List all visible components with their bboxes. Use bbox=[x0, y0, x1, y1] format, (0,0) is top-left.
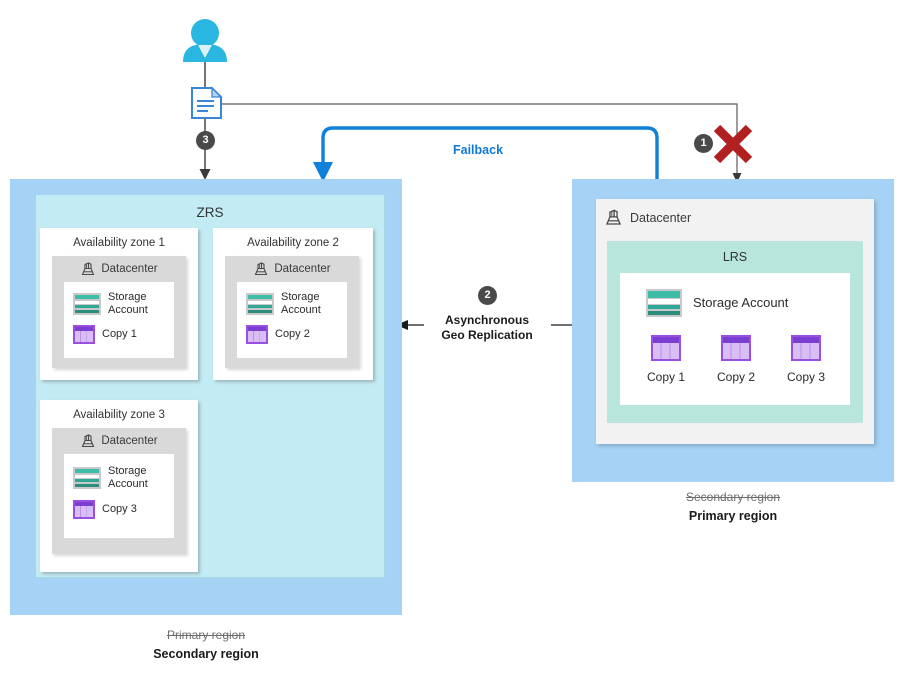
lrs-storage-box: Storage Account Copy 1 Copy 2 bbox=[620, 273, 850, 405]
geo-replication-label-line1: Asynchronous bbox=[444, 313, 529, 327]
copy-icon bbox=[246, 325, 268, 345]
primary-caption-struck: Secondary region bbox=[685, 490, 781, 504]
primary-datacenter-panel: Datacenter LRS Storage Account Copy 1 bbox=[596, 199, 874, 444]
availability-zone-2-card: Availability zone 2 Datacenter bbox=[213, 228, 373, 380]
write-to-secondary-arrowhead bbox=[199, 169, 211, 180]
copy-icon bbox=[651, 335, 681, 361]
primary-storage-account-row: Storage Account bbox=[646, 289, 788, 317]
user-person-icon bbox=[183, 19, 227, 62]
copy-cell-2: Copy 2 bbox=[706, 335, 766, 384]
failback-arrowhead bbox=[313, 162, 333, 182]
copy-cell-1: Copy 1 bbox=[636, 335, 696, 384]
storage-account-label-az2: Storage Account bbox=[281, 291, 321, 316]
availability-zone-3-title: Availability zone 3 bbox=[73, 409, 165, 421]
datacenter-label-az1: Datacenter bbox=[101, 263, 158, 275]
primary-caption-current: Primary region bbox=[688, 509, 778, 523]
storage-account-label-az3: Storage Account bbox=[108, 465, 148, 490]
datacenter-panel-az3: Datacenter Storage Account Copy 3 bbox=[52, 428, 186, 554]
step-badge-1: 1 bbox=[694, 134, 713, 153]
primary-region-container: Datacenter LRS Storage Account Copy 1 bbox=[572, 179, 894, 482]
storage-box-az1: Storage Account Copy 1 bbox=[64, 282, 174, 358]
write-to-primary-arrowhead bbox=[732, 173, 742, 183]
copy-label-az2: Copy 2 bbox=[275, 328, 310, 341]
datacenter-icon bbox=[604, 208, 623, 227]
datacenter-icon bbox=[80, 433, 96, 449]
zrs-caption-struck: Primary region bbox=[166, 628, 246, 642]
copy-label-1: Copy 1 bbox=[646, 370, 686, 384]
zrs-region-caption: Primary region Secondary region bbox=[76, 628, 336, 661]
availability-zone-1-title: Availability zone 1 bbox=[73, 237, 165, 249]
datacenter-label-az2: Datacenter bbox=[274, 263, 331, 275]
zrs-title: ZRS bbox=[196, 205, 224, 220]
availability-zone-3-card: Availability zone 3 Datacenter bbox=[40, 400, 198, 572]
datacenter-panel-az2: Datacenter Storage Account Copy 2 bbox=[225, 256, 359, 368]
copy-row-az3: Copy 3 bbox=[73, 500, 174, 520]
copy-label-3: Copy 3 bbox=[786, 370, 826, 384]
storage-account-row-az3: Storage Account bbox=[73, 465, 174, 490]
storage-account-label-az1: Storage Account bbox=[108, 291, 148, 316]
storage-box-az3: Storage Account Copy 3 bbox=[64, 454, 174, 538]
write-to-primary-line bbox=[222, 103, 738, 179]
geo-replication-arrowhead bbox=[396, 320, 408, 330]
failback-path bbox=[321, 126, 659, 179]
copy-label-az3: Copy 3 bbox=[102, 503, 137, 516]
availability-zone-2-title: Availability zone 2 bbox=[247, 237, 339, 249]
step-badge-2: 2 bbox=[478, 286, 497, 305]
storage-account-row-az1: Storage Account bbox=[73, 291, 174, 316]
storage-box-az2: Storage Account Copy 2 bbox=[237, 282, 347, 358]
copy-row-az2: Copy 2 bbox=[246, 325, 347, 345]
datacenter-icon bbox=[80, 261, 96, 277]
storage-account-icon bbox=[646, 289, 682, 317]
lrs-box: LRS Storage Account Copy 1 bbox=[607, 241, 863, 423]
datacenter-header-az2: Datacenter bbox=[225, 256, 359, 277]
lrs-title: LRS bbox=[722, 250, 748, 264]
copy-icon bbox=[73, 500, 95, 520]
storage-account-icon bbox=[73, 466, 101, 489]
datacenter-panel-az1: Datacenter Storage Account Copy 1 bbox=[52, 256, 186, 368]
primary-region-caption: Secondary region Primary region bbox=[603, 490, 863, 523]
primary-datacenter-label: Datacenter bbox=[630, 210, 692, 225]
copy-icon bbox=[791, 335, 821, 361]
document-file-icon bbox=[191, 86, 223, 119]
step-badge-3: 3 bbox=[196, 131, 215, 150]
primary-copies-row: Copy 1 Copy 2 Copy 3 bbox=[636, 335, 836, 384]
availability-zone-1-card: Availability zone 1 Datacenter bbox=[40, 228, 198, 380]
storage-account-row-az2: Storage Account bbox=[246, 291, 347, 316]
copy-icon bbox=[721, 335, 751, 361]
primary-storage-account-label: Storage Account bbox=[693, 294, 789, 310]
copy-label-2: Copy 2 bbox=[716, 370, 756, 384]
failback-label: Failback bbox=[453, 143, 504, 157]
copy-label-az1: Copy 1 bbox=[102, 328, 137, 341]
zrs-caption-current: Secondary region bbox=[153, 647, 259, 661]
datacenter-label-az3: Datacenter bbox=[101, 435, 158, 447]
storage-account-icon bbox=[246, 292, 274, 315]
copy-cell-3: Copy 3 bbox=[776, 335, 836, 384]
copy-row-az1: Copy 1 bbox=[73, 325, 174, 345]
primary-datacenter-header: Datacenter bbox=[596, 199, 874, 227]
datacenter-header-az1: Datacenter bbox=[52, 256, 186, 277]
red-x-icon bbox=[713, 124, 753, 164]
datacenter-icon bbox=[253, 261, 269, 277]
geo-replication-label: Asynchronous Geo Replication bbox=[412, 313, 562, 343]
geo-replication-label-line2: Geo Replication bbox=[441, 328, 533, 342]
copy-icon bbox=[73, 325, 95, 345]
datacenter-header-az3: Datacenter bbox=[52, 428, 186, 449]
storage-account-icon bbox=[73, 292, 101, 315]
